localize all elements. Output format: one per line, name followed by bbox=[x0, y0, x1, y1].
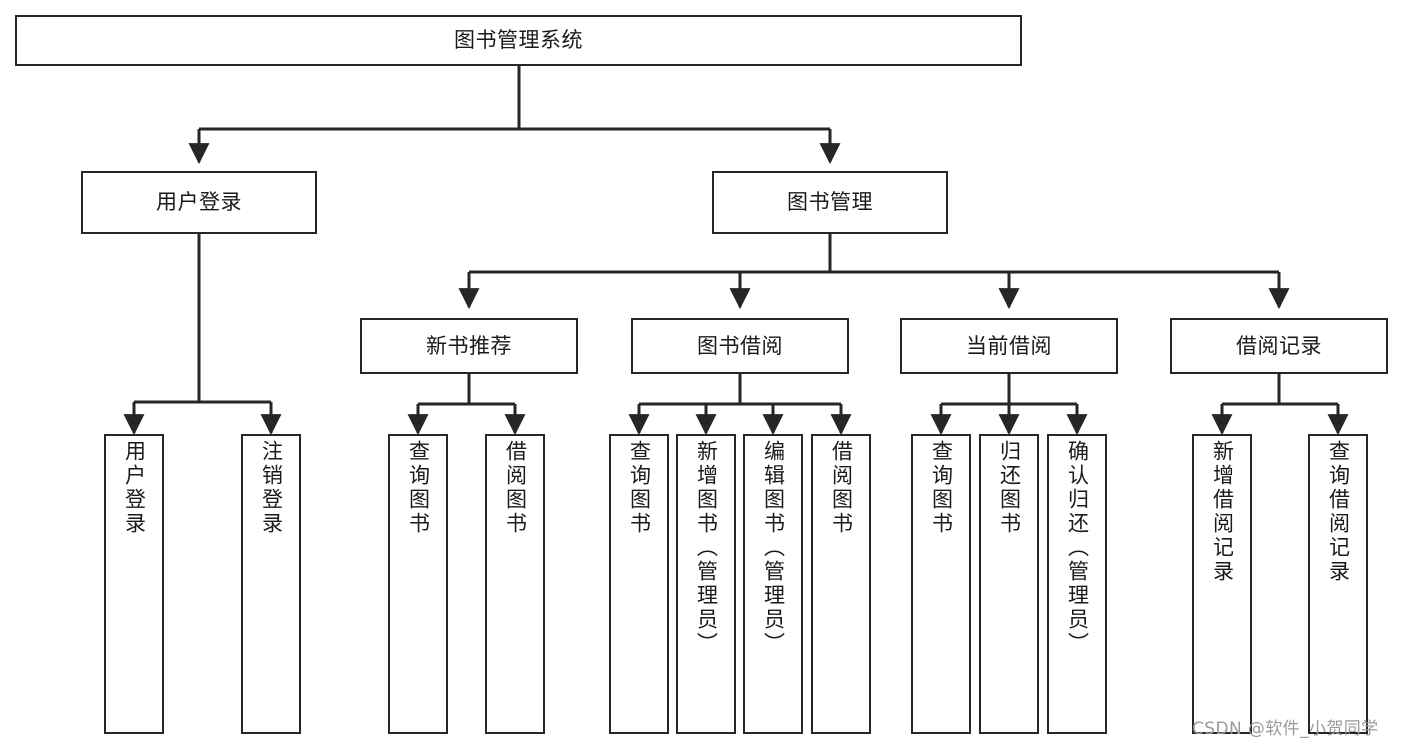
node-label: 新增图书（管理员） bbox=[694, 440, 719, 656]
csdn-watermark: CSDN @软件_小贺同学 bbox=[1192, 719, 1379, 739]
node-leaf-borrow-book[interactable]: 借阅图书 bbox=[811, 434, 871, 734]
node-label: 确认归还（管理员） bbox=[1065, 440, 1090, 656]
node-leaf-borrow-book-recommend[interactable]: 借阅图书 bbox=[485, 434, 545, 734]
node-label: 图书管理 bbox=[787, 190, 873, 215]
node-label: 当前借阅 bbox=[966, 333, 1052, 358]
node-leaf-add-borrow-record[interactable]: 新增借阅记录 bbox=[1192, 434, 1252, 734]
node-label: 编辑图书（管理员） bbox=[761, 440, 786, 656]
node-borrow-record[interactable]: 借阅记录 bbox=[1170, 318, 1388, 374]
node-leaf-confirm-return-admin[interactable]: 确认归还（管理员） bbox=[1047, 434, 1107, 734]
node-label: 借阅图书 bbox=[829, 440, 854, 536]
node-label: 借阅记录 bbox=[1236, 333, 1322, 358]
node-label: 查询图书 bbox=[627, 440, 652, 536]
node-current-borrow[interactable]: 当前借阅 bbox=[900, 318, 1118, 374]
node-label: 借阅图书 bbox=[503, 440, 528, 536]
node-leaf-edit-book-admin[interactable]: 编辑图书（管理员） bbox=[743, 434, 803, 734]
node-label: 新书推荐 bbox=[426, 333, 512, 358]
node-label: 用户登录 bbox=[156, 190, 242, 215]
node-leaf-query-book-recommend[interactable]: 查询图书 bbox=[388, 434, 448, 734]
node-label: 图书借阅 bbox=[697, 333, 783, 358]
node-root-book-management-system[interactable]: 图书管理系统 bbox=[15, 15, 1022, 66]
node-leaf-logout[interactable]: 注销登录 bbox=[241, 434, 301, 734]
node-label: 查询借阅记录 bbox=[1326, 440, 1351, 584]
node-book-borrow[interactable]: 图书借阅 bbox=[631, 318, 849, 374]
node-label: 归还图书 bbox=[997, 440, 1022, 536]
node-user-login[interactable]: 用户登录 bbox=[81, 171, 317, 234]
node-label: 图书管理系统 bbox=[454, 28, 583, 53]
node-label: 注销登录 bbox=[259, 440, 284, 536]
node-label: 新增借阅记录 bbox=[1210, 440, 1235, 584]
node-leaf-query-book-borrow[interactable]: 查询图书 bbox=[609, 434, 669, 734]
node-leaf-query-book-current[interactable]: 查询图书 bbox=[911, 434, 971, 734]
node-leaf-query-borrow-record[interactable]: 查询借阅记录 bbox=[1308, 434, 1368, 734]
node-leaf-return-book[interactable]: 归还图书 bbox=[979, 434, 1039, 734]
node-label: 查询图书 bbox=[406, 440, 431, 536]
node-label: 查询图书 bbox=[929, 440, 954, 536]
node-new-book-recommend[interactable]: 新书推荐 bbox=[360, 318, 578, 374]
node-book-management[interactable]: 图书管理 bbox=[712, 171, 948, 234]
node-leaf-add-book-admin[interactable]: 新增图书（管理员） bbox=[676, 434, 736, 734]
node-label: 用户登录 bbox=[122, 440, 147, 536]
node-leaf-user-login[interactable]: 用户登录 bbox=[104, 434, 164, 734]
